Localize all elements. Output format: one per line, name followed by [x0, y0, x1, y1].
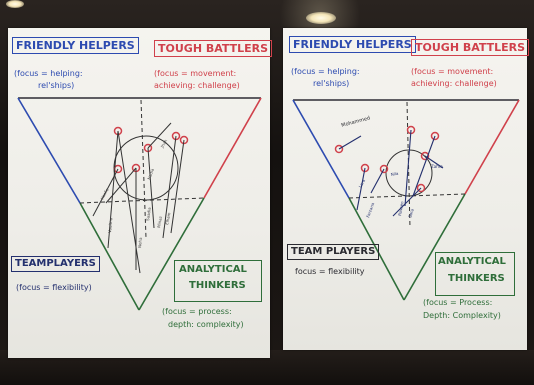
- triangle-right-edge-green: [403, 193, 466, 301]
- tough-battlers-focus-2: achieving: challenge): [411, 79, 497, 88]
- triangle-left-edge-blue: [292, 99, 350, 199]
- friendly-helpers-focus-2: rel'ships): [313, 79, 350, 88]
- analytical-title: ANALYTICAL: [438, 256, 506, 267]
- thinkers-title: THINKERS: [448, 273, 505, 284]
- analytical-focus: (focus = Process:: [423, 298, 493, 307]
- svg-text:Neha: Neha: [137, 237, 143, 248]
- svg-text:Farzana: Farzana: [365, 201, 375, 218]
- triangle-right-edge-red: [464, 99, 520, 195]
- arrow-labels: Lara Farzana Roseen Sara Zahra Nila: [358, 164, 444, 218]
- dashed-vertical-divider: [140, 99, 147, 239]
- triangle-right-edge-green: [138, 197, 205, 311]
- teamplayers-title: TEAM PLAYERS: [287, 244, 380, 260]
- thinkers-title: THINKERS: [189, 280, 246, 291]
- marker-dot: [420, 151, 430, 161]
- tough-battlers-focus-2: achieving: challenge): [154, 81, 240, 90]
- svg-text:Elham: Elham: [164, 212, 172, 225]
- svg-text:Roseen: Roseen: [397, 200, 405, 216]
- ceiling-lamp-left: [6, 0, 24, 8]
- teamplayers-focus: focus = flexibility: [295, 267, 365, 276]
- teamplayers-title: TEAMPLAYERS: [11, 256, 100, 272]
- tough-battlers-focus: (focus = movement:: [154, 69, 237, 78]
- svg-text:Saadia: Saadia: [145, 206, 152, 221]
- analytical-thinkers-box: ANALYTICAL THINKERS: [435, 252, 515, 296]
- svg-text:Naslie: Naslie: [99, 187, 109, 201]
- analytical-thinkers-box: ANALYTICAL THINKERS: [174, 260, 262, 302]
- arrow-labels: Naslie Vaultna Neha Saadia Minaz Elham N…: [99, 138, 171, 248]
- right-diagram: Lara Farzana Roseen Sara Zahra Nila: [292, 99, 520, 301]
- marker-dot: [430, 131, 440, 141]
- tough-battlers-title: TOUGH BATTLERS: [154, 40, 273, 57]
- tough-battlers-title: TOUGH BATTLERS: [411, 39, 530, 56]
- teamplayers-focus: (focus = flexibility): [16, 283, 92, 292]
- right-flipchart-sheet: Lara Farzana Roseen Sara Zahra Nila FRIE…: [283, 28, 530, 350]
- svg-text:Nadia: Nadia: [146, 167, 155, 180]
- friendly-helpers-focus: (focus = helping:: [14, 69, 83, 78]
- left-flipchart-sheet: Naslie Vaultna Neha Saadia Minaz Elham N…: [8, 28, 273, 358]
- svg-text:Zahra: Zahra: [431, 164, 443, 169]
- tough-battlers-focus: (focus = movement:: [411, 67, 494, 76]
- analytical-focus-2: Depth: Complexity): [423, 311, 501, 320]
- analytical-title: ANALYTICAL: [179, 264, 247, 275]
- triangle-left-edge-green: [79, 202, 140, 311]
- marker-dot: [334, 144, 344, 154]
- friendly-helpers-title: FRIENDLY HELPERS: [12, 37, 139, 54]
- ceiling-lamp: [306, 12, 336, 24]
- svg-text:Vaultna: Vaultna: [107, 217, 113, 233]
- friendly-helpers-focus-2: rel'ships): [38, 81, 75, 90]
- analytical-focus-2: depth: complexity): [168, 320, 244, 329]
- friendly-helpers-focus: (focus = helping:: [291, 67, 360, 76]
- triangle-right-edge-red: [203, 97, 262, 199]
- svg-text:Sara: Sara: [407, 208, 415, 219]
- svg-text:Nila: Nila: [390, 171, 399, 177]
- friendly-helpers-title: FRIENDLY HELPERS: [289, 36, 416, 53]
- triangle-left-edge-green: [348, 197, 405, 301]
- marker-dot: [416, 183, 426, 193]
- svg-text:Jhah: Jhah: [159, 138, 168, 149]
- arrow-group: [92, 122, 185, 274]
- analytical-focus: (focus = process:: [162, 307, 232, 316]
- triangle-left-edge-blue: [17, 97, 81, 204]
- svg-text:Minaz: Minaz: [156, 216, 163, 228]
- marker-dot: [379, 164, 389, 174]
- arrow-group: [338, 129, 444, 217]
- marker-dot: [360, 163, 370, 173]
- svg-text:Lara: Lara: [358, 178, 367, 189]
- left-diagram: Naslie Vaultna Neha Saadia Minaz Elham N…: [17, 97, 262, 311]
